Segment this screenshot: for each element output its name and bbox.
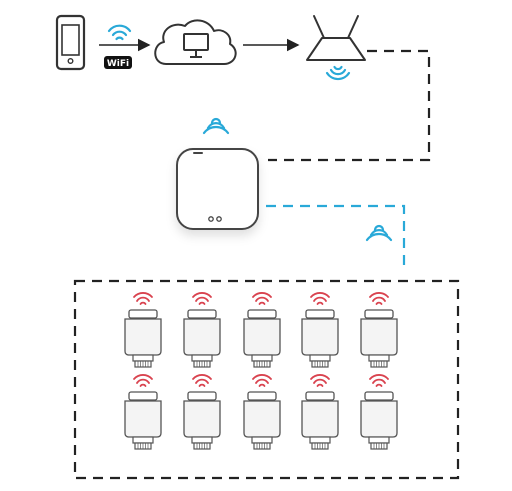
wifi-badge: WiFi [104, 56, 132, 69]
router-to-hub-connection [268, 49, 431, 162]
valves-group-container [73, 279, 460, 480]
hub-wifi-signal-icon [202, 117, 230, 135]
valve-signal-icon [192, 292, 212, 305]
wifi-router-icon [306, 15, 366, 61]
valve-signal-icon [133, 292, 153, 305]
valve-signal-icon [252, 374, 272, 387]
smartphone-icon [55, 14, 86, 71]
radiator-valve-icon [301, 292, 339, 368]
radiator-valve-icon [124, 292, 162, 368]
radiator-valve-icon [124, 374, 162, 450]
router-wifi-signal-icon [325, 65, 351, 81]
radiator-valve-icon [183, 374, 221, 450]
valve-signal-icon [369, 374, 389, 387]
zigbee-signal-icon [365, 224, 393, 242]
radiator-valve-icon [301, 374, 339, 450]
valves-grid [124, 292, 398, 450]
valve-signal-icon [133, 374, 153, 387]
radiator-valve-icon [243, 374, 281, 450]
valve-signal-icon [192, 374, 212, 387]
valve-signal-icon [310, 374, 330, 387]
hub-to-valves-connection [266, 204, 406, 272]
valve-signal-icon [369, 292, 389, 305]
zigbee-gateway-hub-icon [176, 148, 259, 230]
radiator-valve-icon [183, 292, 221, 368]
cloud-server-icon [154, 19, 237, 65]
radiator-valve-icon [360, 292, 398, 368]
valve-signal-icon [252, 292, 272, 305]
valve-signal-icon [310, 292, 330, 305]
radiator-valve-icon [360, 374, 398, 450]
wifi-badge-label: WiFi [107, 59, 129, 69]
phone-wifi-signal-icon [107, 24, 132, 41]
radiator-valve-icon [243, 292, 281, 368]
